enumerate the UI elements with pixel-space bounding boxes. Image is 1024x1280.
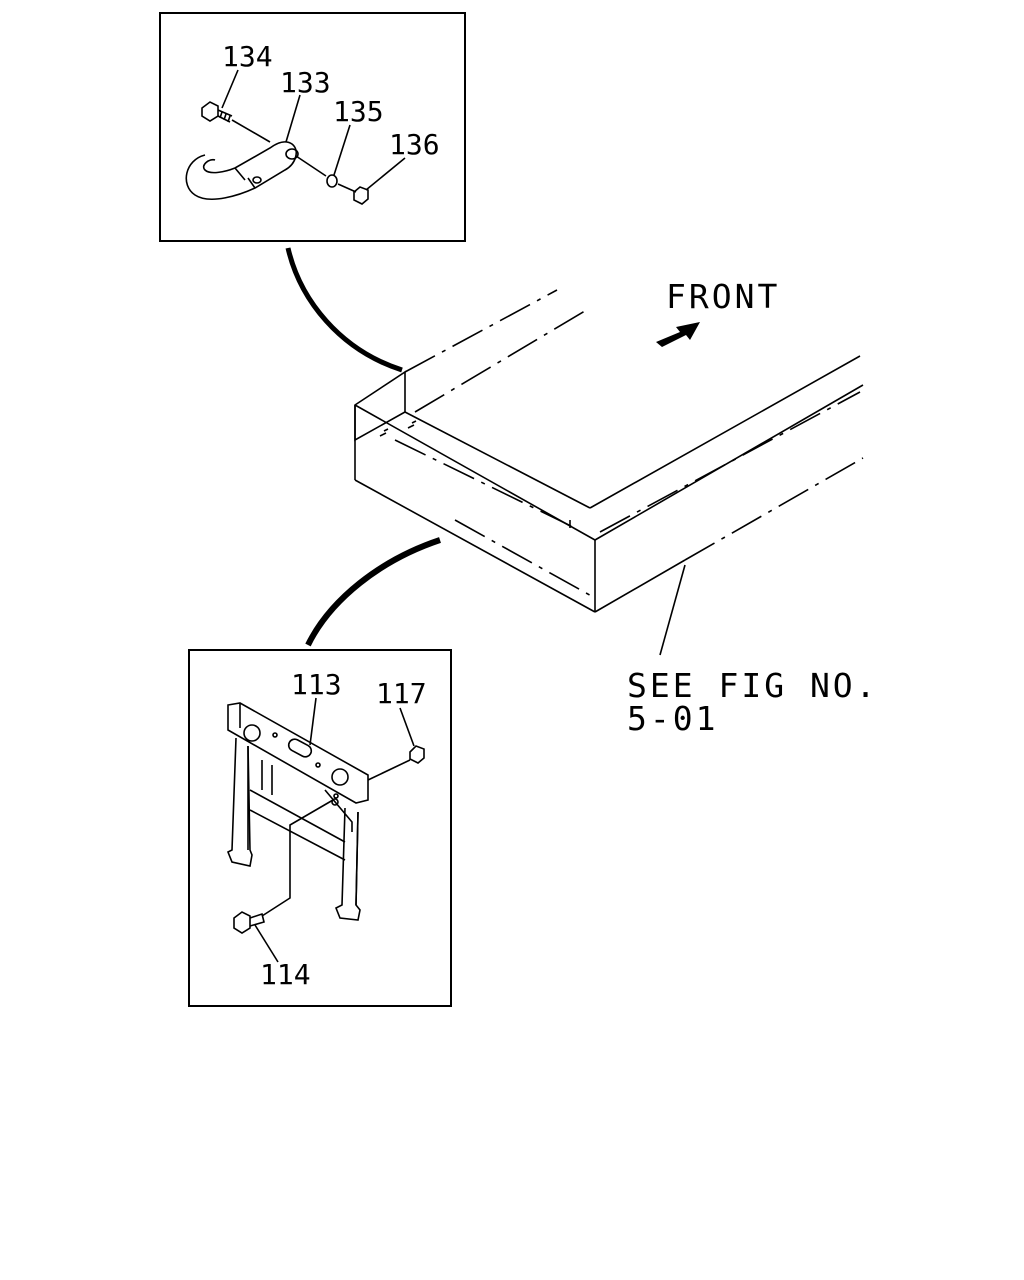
lower-connector-arc: [305, 537, 441, 647]
detail-box-lower: 113 117 114: [188, 649, 452, 1007]
nut-117-icon: [409, 745, 425, 764]
nut-136-icon: [353, 186, 369, 205]
callout-136: 136: [389, 128, 440, 161]
tow-hook-133-icon: [185, 141, 299, 200]
callout-135: 135: [333, 95, 384, 128]
bracket-113-icon: [226, 702, 369, 921]
callout-134: 134: [222, 40, 273, 73]
frame-rail: [354, 289, 864, 613]
callout-114: 114: [260, 958, 311, 991]
front-arrow-icon: [656, 322, 700, 347]
bolt-114-icon: [233, 911, 265, 934]
bolt-134-icon: [201, 101, 233, 123]
callout-117: 117: [376, 677, 427, 710]
callout-113: 113: [291, 668, 342, 701]
reference-line-2: 5-01: [627, 699, 718, 738]
detail-box-upper: 134 133 135 136: [159, 12, 466, 242]
reference-line-1: SEE FIG NO.: [627, 666, 879, 705]
washer-135-icon: [326, 174, 338, 188]
front-label: FRONT: [666, 277, 780, 316]
callout-133: 133: [280, 66, 331, 99]
reference-leader: [659, 564, 686, 656]
upper-connector-arc: [285, 247, 403, 373]
